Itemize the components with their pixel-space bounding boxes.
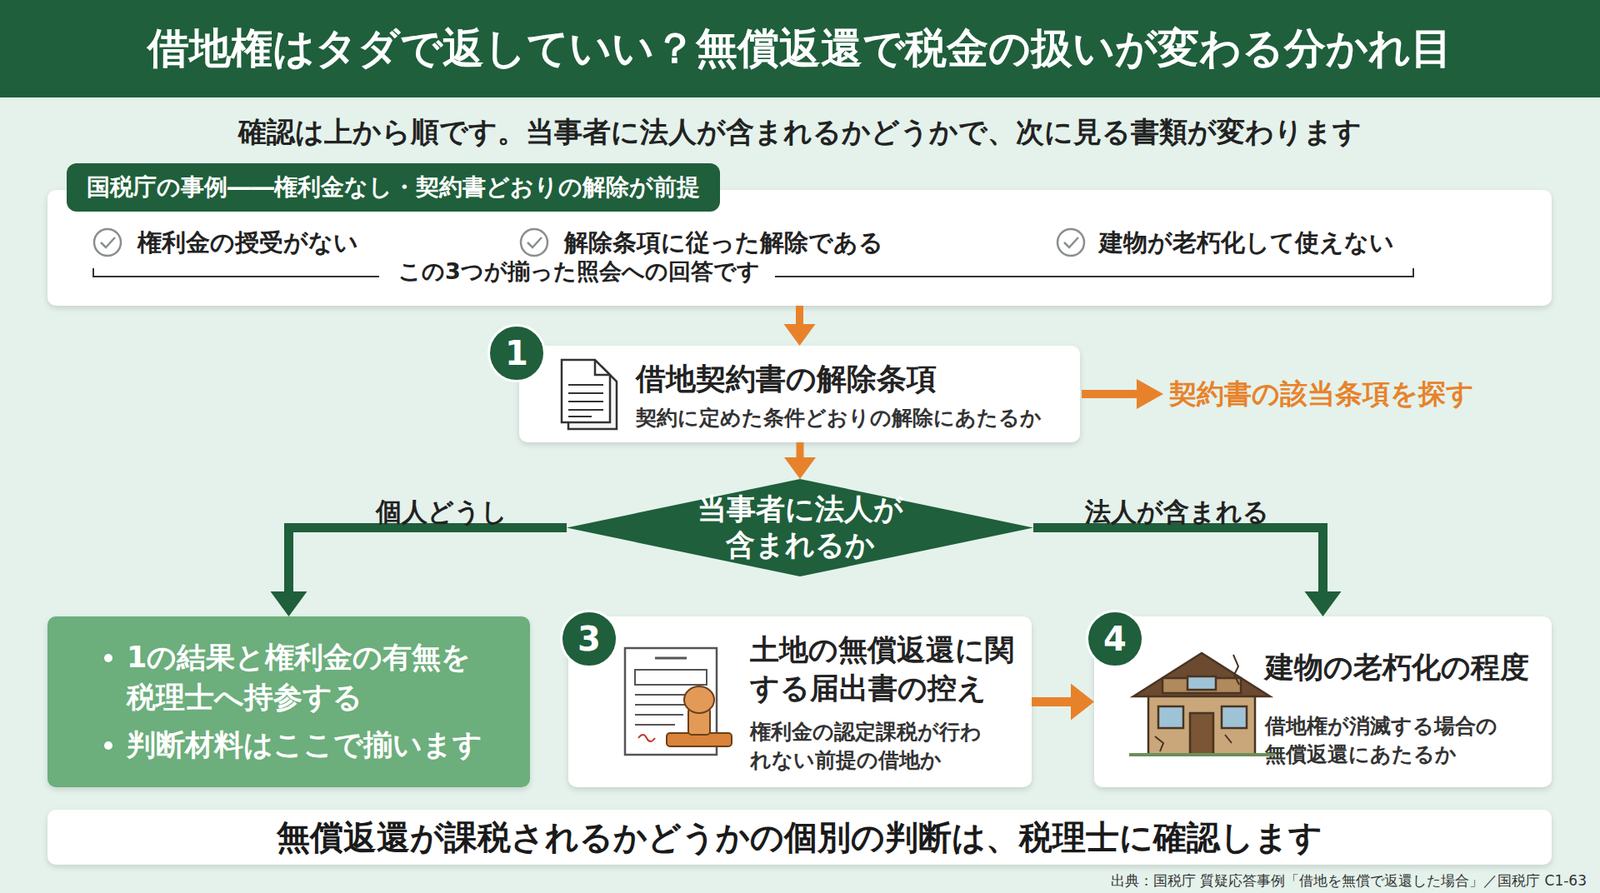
advice-text: 1の結果と権利金の有無を税理士へ持参する <box>126 637 477 718</box>
form-stamp-icon <box>625 648 732 755</box>
box-heading: 建物の老朽化の程度 <box>1265 648 1530 688</box>
connector <box>784 305 816 346</box>
callout-number: 3 <box>560 610 619 669</box>
callout-number: 4 <box>1085 610 1145 669</box>
premise-heading: 国税庁の事例――権利金なし・契約書どおりの解除が前提 <box>66 163 720 212</box>
connector-line <box>1031 697 1071 707</box>
advice-box: 1の結果と権利金の有無を税理士へ持参する判断材料はここで揃います <box>47 616 530 788</box>
subtitle-text: 確認は上から順です。当事者に法人が含まれるかどうかで、次に見る書類が変わります <box>0 113 1600 152</box>
arrow-head <box>1070 684 1095 721</box>
source-caption: 出典：国税庁 質疑応答事例「借地を無償で返還した場合」／国税庁 C1-63 <box>1110 871 1587 891</box>
callout-number: 1 <box>487 324 546 383</box>
title-text: 借地権はタダで返していい？無償返還で税金の扱いが変わる分かれ目 <box>0 0 1600 98</box>
bullet-dot <box>104 654 113 663</box>
decision-diamond: 当事者に法人が含まれるか <box>566 479 1034 577</box>
edge-label: 個人どうし <box>375 495 508 530</box>
arrow-head <box>784 324 816 346</box>
arrow-head <box>784 457 816 480</box>
connector-line <box>1033 528 1324 593</box>
edge-label: 法人が含まれる <box>1085 495 1270 530</box>
box-body: 契約に定めた条件どおりの解除にあたるか <box>635 404 1042 432</box>
condition-text: 建物が老朽化して使えない <box>1099 226 1395 260</box>
conclusion-band: 無償返還が課税されるかどうかの個別の判断は、税理士に確認します <box>47 810 1552 865</box>
connector-line <box>796 442 805 458</box>
hint-text: 契約書の該当条項を探す <box>1169 375 1475 414</box>
bullet-dot <box>104 741 113 750</box>
condition-text: 権利金の授受がない <box>137 226 359 260</box>
box-heading: 借地契約書の解除条項 <box>635 359 937 400</box>
conclusion-text: 無償返還が課税されるかどうかの個別の判断は、税理士に確認します <box>47 810 1552 865</box>
connector <box>784 442 816 480</box>
arrow-head <box>270 591 308 617</box>
box-body: 権利金の認定課税が行われない前提の借地か <box>750 718 985 775</box>
connector-line <box>289 528 568 593</box>
box-heading: 土地の無償返還に関する届出書の控え <box>750 631 1030 708</box>
condition-text: 解除条項に従った解除である <box>564 226 884 260</box>
connector <box>270 528 568 618</box>
diamond-outline <box>566 479 1034 577</box>
bracket-note: この3つが揃った照会への回答です <box>383 256 775 287</box>
decision-text: 当事者に法人が含まれるか <box>690 491 910 565</box>
connector <box>1033 528 1342 618</box>
connector-line <box>795 305 804 325</box>
arrow-head <box>1305 591 1342 617</box>
premise-box: 国税庁の事例――権利金なし・契約書どおりの解除が前提権利金の授受がない解除条項に… <box>47 190 1552 306</box>
advice-text: 判断材料はここで揃います <box>126 725 483 765</box>
title-band: 借地権はタダで返していい？無償返還で税金の扱いが変わる分かれ目 <box>0 0 1600 98</box>
side-arrow <box>1081 379 1164 410</box>
connector <box>1031 684 1095 721</box>
box-body: 借地権が消滅する場合の無償返還にあたるか <box>1265 712 1517 770</box>
